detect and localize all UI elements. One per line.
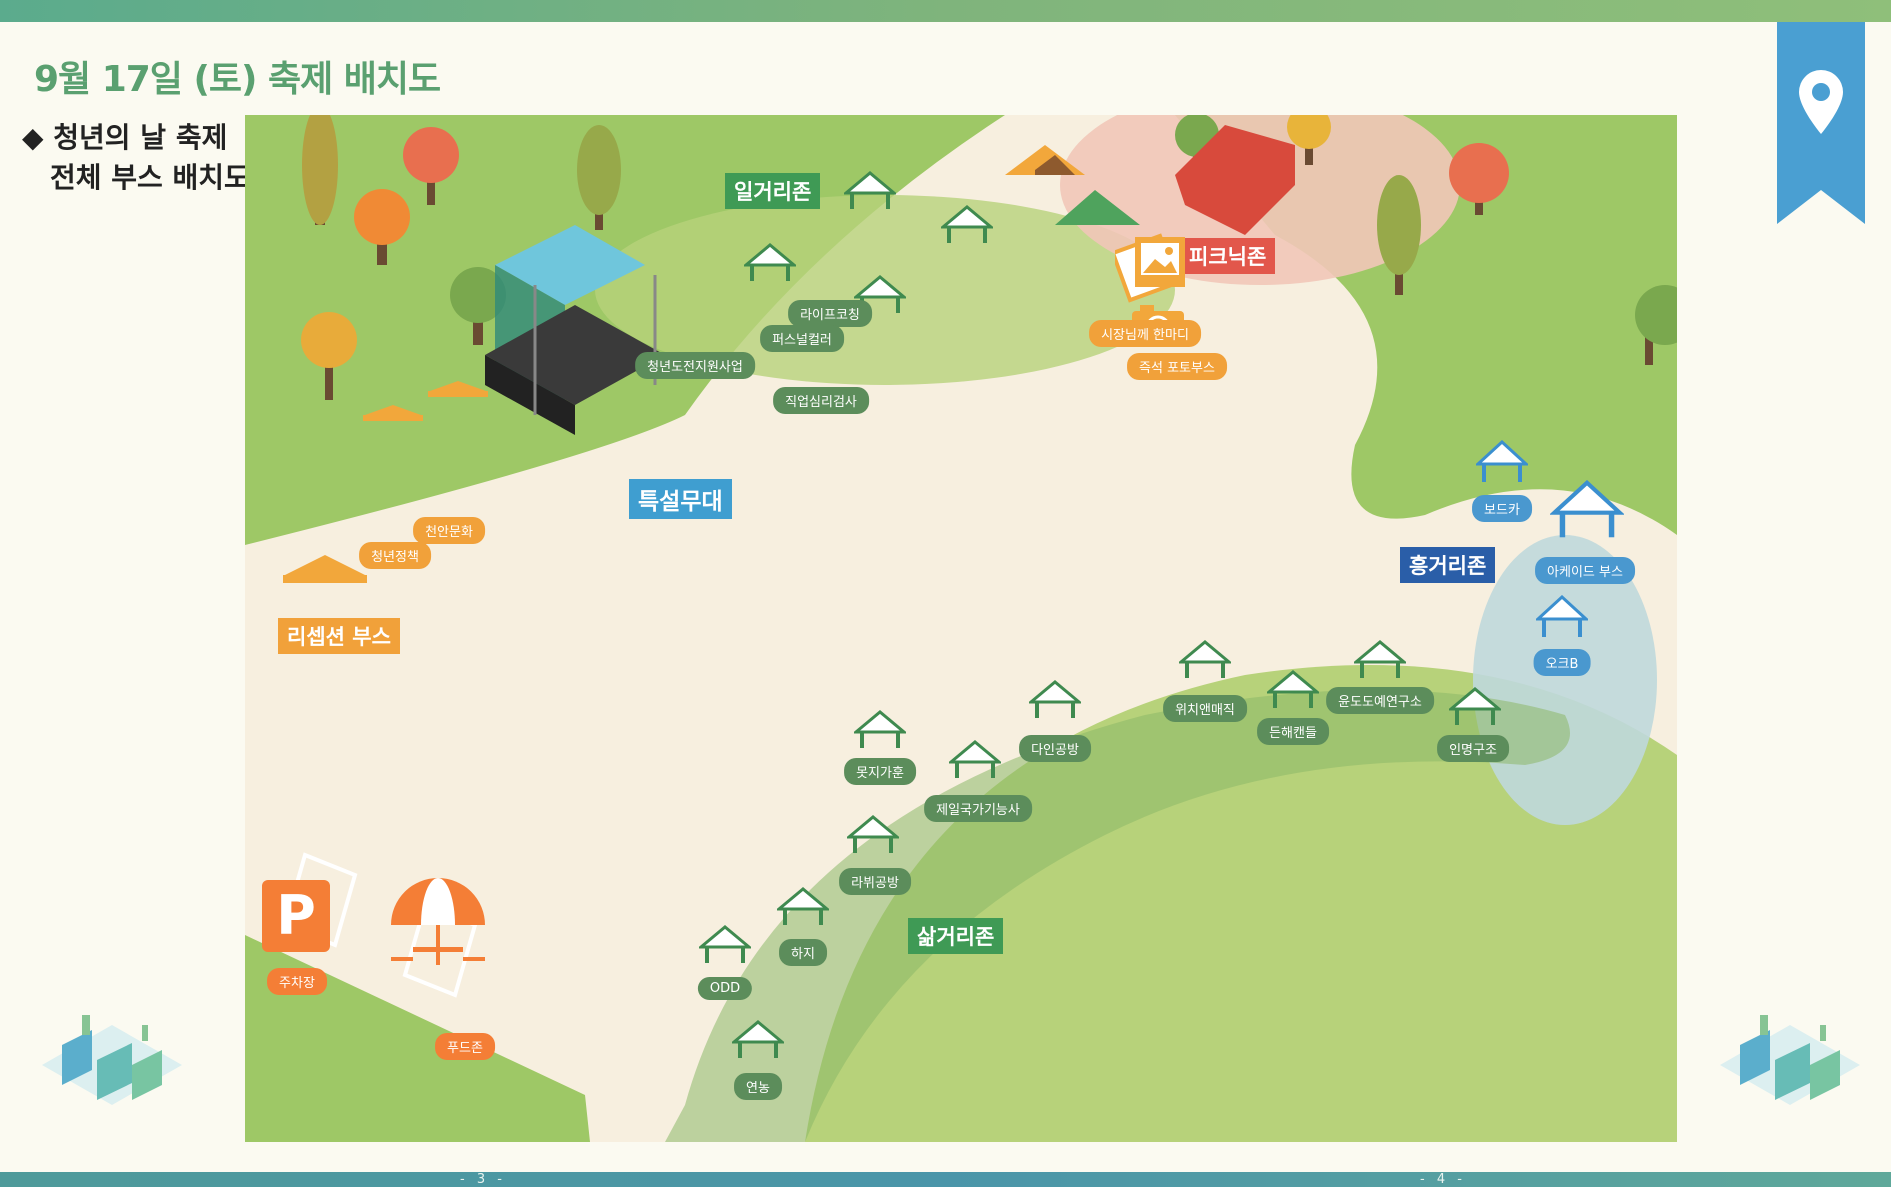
booth-foodzone: 푸드존: [435, 1033, 495, 1060]
booth-haji: 하지: [779, 939, 827, 966]
bottom-bar: [0, 1172, 1891, 1187]
festival-logo-left: [42, 1015, 182, 1105]
booth-parking: 주차장: [267, 968, 327, 995]
tent-icon: [1267, 670, 1319, 708]
booth-mayor-message: 시장님께 한마디: [1089, 320, 1201, 347]
booth-arcade: 아케이드 부스: [1535, 557, 1635, 584]
tent-icon: [1029, 680, 1081, 718]
tent-icon: [1550, 480, 1624, 538]
tree-icon: [301, 115, 1677, 400]
festival-logo-right: [1720, 1015, 1860, 1105]
booth-youth-support: 청년도전지원사업: [635, 352, 755, 379]
booth-wichi-magic: 위치앤매직: [1163, 695, 1247, 722]
booth-yundo: 윤도도예연구소: [1326, 687, 1434, 714]
map-subtitle: ◆ 청년의 날 축제 전체 부스 배치도: [22, 118, 250, 198]
booth-okb: 오크B: [1533, 649, 1591, 676]
tent-icon: [949, 740, 1001, 778]
top-bar: [0, 0, 1891, 22]
stage-icon: [485, 225, 665, 435]
parasol-icon: [391, 878, 485, 965]
parking-icon: P: [262, 880, 330, 952]
tent-icon: [1536, 595, 1588, 637]
booth-personal-color: 퍼스널컬러: [760, 325, 844, 352]
zone-label-heung: 흥거리존: [1400, 547, 1496, 583]
tent-icon: [844, 171, 896, 209]
tent-icon: [1476, 440, 1528, 482]
booth-cheonan-culture: 천안문화: [413, 517, 485, 544]
zone-label-stage: 특설무대: [629, 479, 732, 519]
tent-icon: [847, 815, 899, 853]
tent-icon: [1005, 125, 1295, 235]
booth-youth-policy: 청년정책: [359, 542, 431, 569]
zone-label-ilgeori: 일거리존: [725, 173, 821, 209]
booth-life-coaching: 라이프코칭: [788, 300, 872, 327]
tent-icon: [941, 205, 993, 243]
booth-yeonnong: 연농: [734, 1073, 782, 1100]
tent-icon: [854, 710, 906, 748]
tent-icon: [699, 925, 751, 963]
tent-icon: [777, 887, 829, 925]
tent-icon: [732, 1020, 784, 1058]
tent-icon: [1179, 640, 1231, 678]
zone-label-salm: 삶거리존: [908, 918, 1004, 954]
booth-rabwi: 라뷔공방: [839, 868, 911, 895]
booth-jeil: 제일국가기능사: [924, 795, 1032, 822]
booth-board-cafe: 보드카: [1472, 495, 1532, 522]
booth-job-test: 직업심리검사: [773, 387, 869, 414]
subtitle-line-1: ◆ 청년의 날 축제: [22, 121, 228, 154]
page-number-left: - 3 -: [460, 1172, 506, 1187]
location-pin-icon: [1777, 22, 1865, 224]
booth-dain: 다인공방: [1019, 735, 1091, 762]
booth-odd: ODD: [697, 977, 753, 1000]
subtitle-line-2: 전체 부스 배치도: [50, 161, 250, 194]
map-background: [245, 115, 1677, 1142]
zone-label-picnic: 피크닉존: [1180, 238, 1276, 274]
tent-icon: [744, 243, 796, 281]
booth-photo-booth: 즉석 포토부스: [1127, 353, 1227, 380]
page-number-right: - 4 -: [1420, 1172, 1466, 1187]
booth-dunhae-candle: 든해캔들: [1257, 718, 1329, 745]
zone-label-reception: 리셉션 부스: [278, 618, 400, 654]
page-title: 9월 17일 (토) 축제 배치도: [34, 59, 441, 100]
photo-icon: [1115, 233, 1185, 303]
booth-inmyeong: 인명구조: [1437, 735, 1509, 762]
tent-icon: [1354, 640, 1406, 678]
booth-motji: 못지가훈: [844, 758, 916, 785]
festival-map: 일거리존 피크닉존 특설무대 흥거리존 삶거리존 리셉션 부스 P 라: [245, 115, 1677, 1142]
tent-icon: [1449, 687, 1501, 725]
